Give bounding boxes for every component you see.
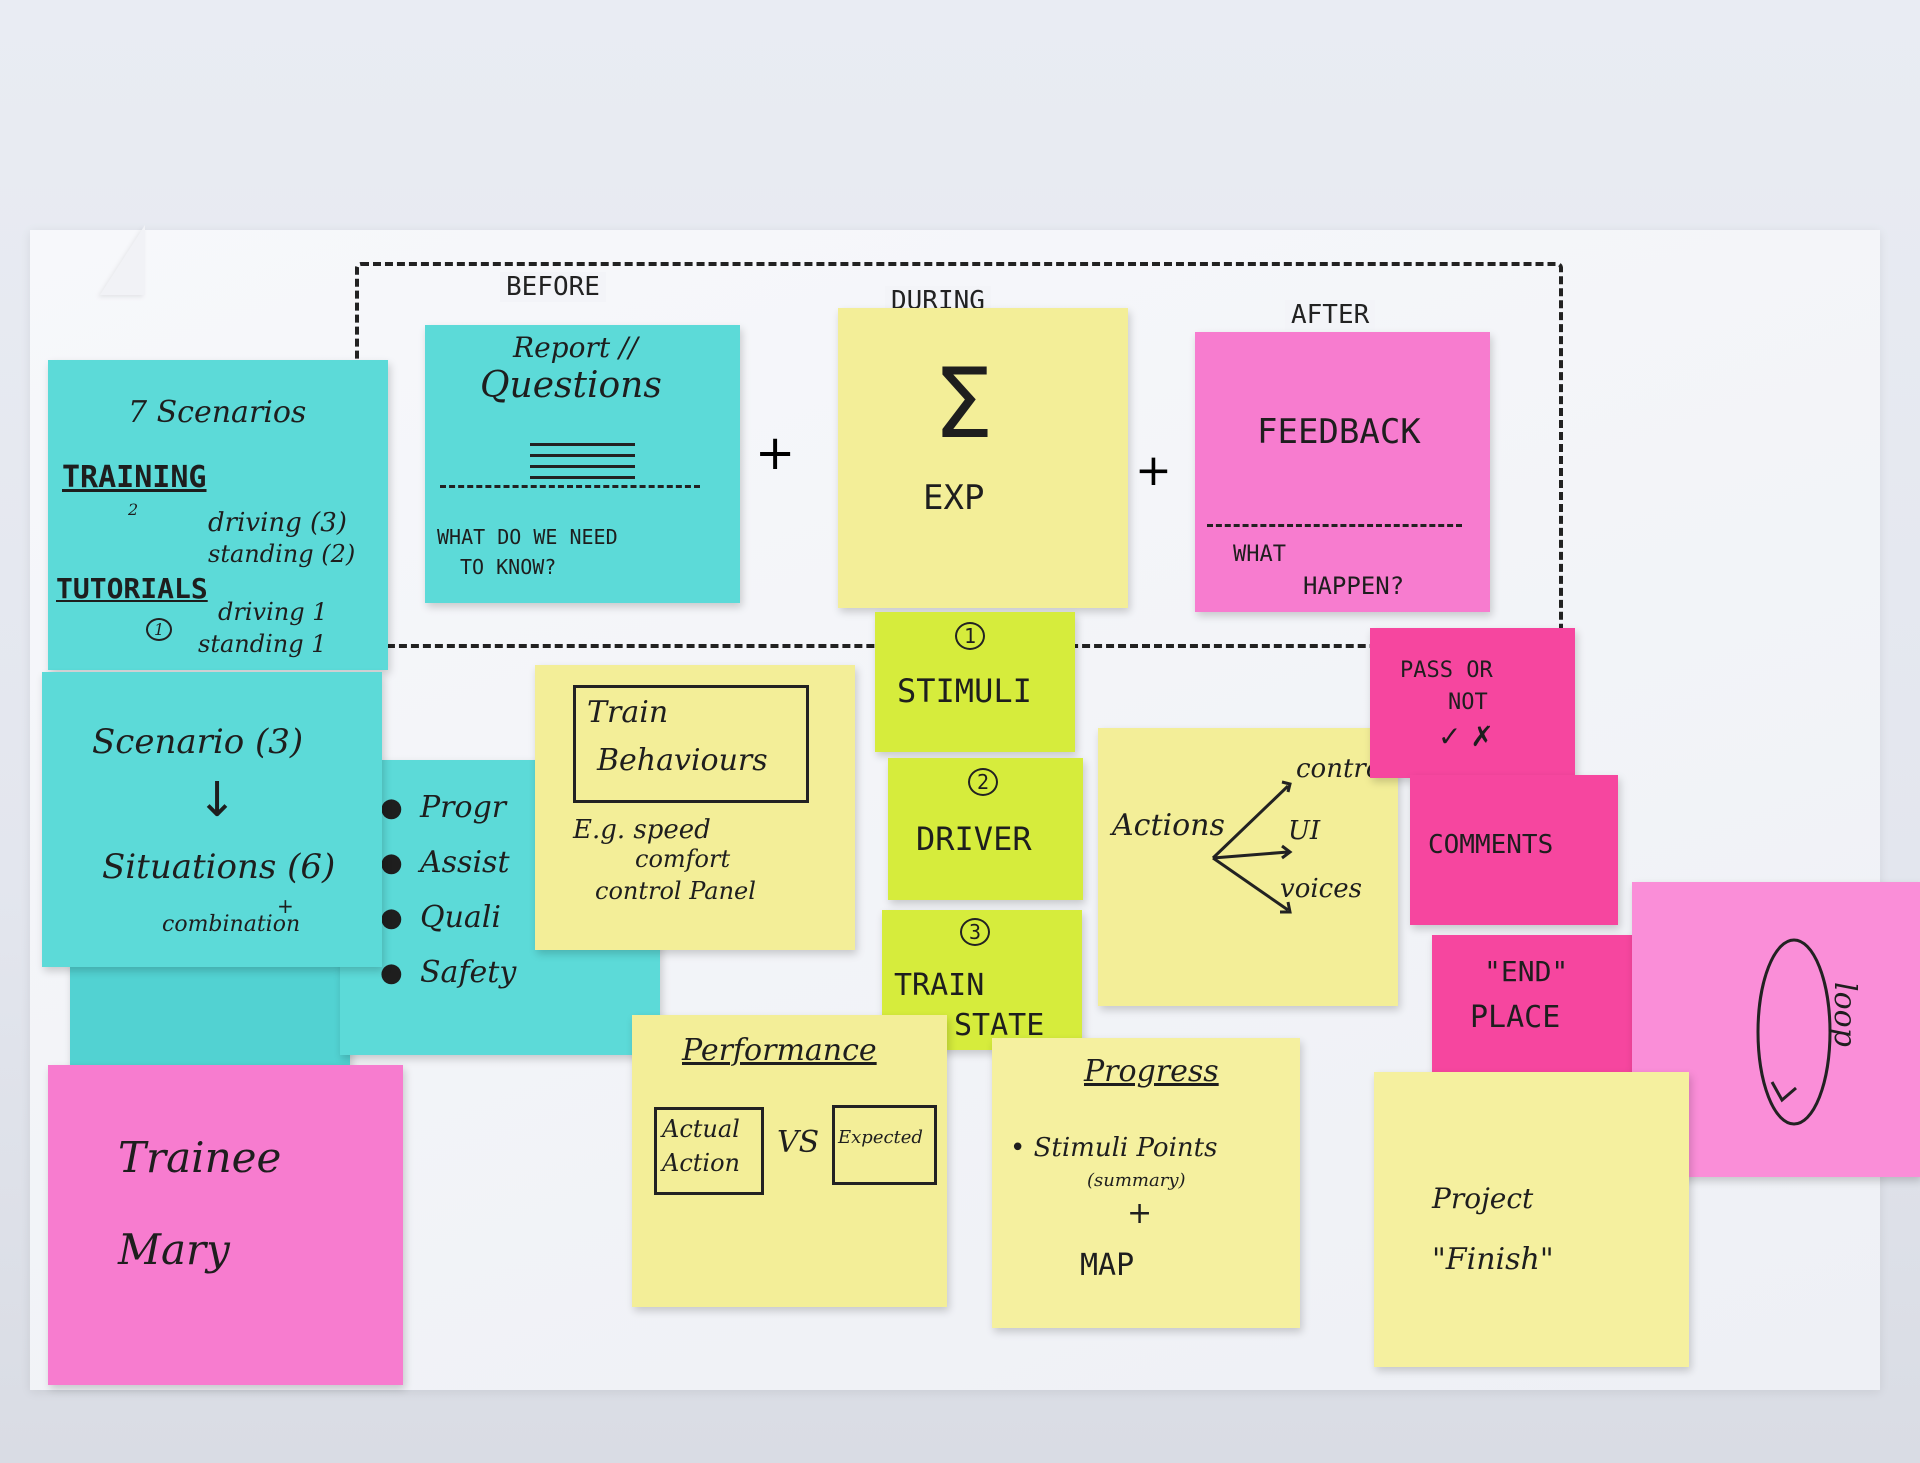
stimuli-label: STIMULI (897, 672, 1032, 710)
combination-label: combination (162, 912, 301, 937)
text-lines-icon (530, 435, 635, 487)
check-cross-icon: ✓ ✗ (1438, 720, 1494, 753)
feedback-question-line2: HAPPEN? (1303, 572, 1405, 600)
action-target: UI (1288, 816, 1321, 846)
paper-curl (100, 225, 145, 295)
place-label: PLACE (1470, 1000, 1561, 1035)
report-title: Report // (513, 331, 638, 364)
note-stimuli[interactable]: 1 STIMULI (875, 612, 1075, 752)
progress-title: Progress (1084, 1054, 1219, 1089)
train-behaviours-title: Behaviours (597, 743, 768, 778)
step-number: 1 (955, 622, 986, 650)
bullet-icon: ● (380, 848, 403, 878)
questions-title: Questions (480, 365, 662, 406)
step-number: 3 (960, 918, 991, 946)
phase-after-label: AFTER (1285, 300, 1376, 330)
situations-count: Situations (6) (102, 847, 336, 887)
note-train-behaviours[interactable]: Train Behaviours E.g. speed comfort cont… (535, 665, 855, 950)
phase-before-label: BEFORE (500, 272, 606, 302)
list-item: Progr (420, 790, 507, 825)
bullet-icon: ● (380, 958, 403, 988)
training-heading: TRAINING (62, 460, 207, 495)
tutorials-heading: TUTORIALS (56, 572, 208, 605)
feedback-question-line1: WHAT (1233, 542, 1286, 567)
note-trainee[interactable]: Trainee Mary (48, 1065, 403, 1385)
scenarios-title: 7 Scenarios (128, 395, 307, 430)
note-report-questions[interactable]: Report // Questions WHAT DO WE NEED TO K… (425, 325, 740, 603)
tutorials-mark: 1 (146, 618, 173, 641)
training-driving: driving (3) (208, 508, 347, 538)
note-end-place[interactable]: "END" PLACE (1432, 935, 1632, 1075)
pass-or-label: PASS OR (1400, 658, 1493, 683)
training-mark: 2 (128, 500, 139, 519)
expected-frame (832, 1105, 937, 1185)
train-behaviours-title: Train (587, 695, 669, 730)
note-project-finish[interactable]: Project "Finish" (1374, 1072, 1689, 1367)
vs-label: VS (777, 1125, 820, 1160)
trainee-label: Trainee (118, 1133, 282, 1182)
list-item: Quali (420, 900, 501, 935)
finish-label: "Finish" (1432, 1242, 1554, 1277)
title-frame (573, 685, 809, 803)
comments-label: COMMENTS (1428, 830, 1554, 860)
train-state-label: STATE (954, 1008, 1045, 1043)
note-comments[interactable]: COMMENTS (1410, 775, 1618, 925)
step-number: 2 (968, 768, 999, 796)
note-performance[interactable]: Performance Actual Action VS Expected (632, 1015, 947, 1307)
scenario-count: Scenario (3) (92, 722, 304, 762)
branch-arrows-icon (1211, 780, 1293, 914)
loop-label: loop (1827, 982, 1862, 1047)
not-label: NOT (1448, 690, 1488, 715)
report-question-line1: WHAT DO WE NEED (437, 525, 618, 549)
divider (1207, 524, 1462, 530)
list-item: Safety (420, 955, 517, 990)
plus-sign: + (277, 894, 294, 918)
list-item: Assist (420, 845, 510, 880)
project-label: Project (1432, 1182, 1534, 1215)
driver-label: DRIVER (916, 820, 1032, 858)
plus-sign: + (1127, 1196, 1153, 1231)
end-label: "END" (1484, 955, 1569, 988)
note-scenario-flow[interactable]: Scenario (3) ↓ Situations (6) + combinat… (42, 672, 382, 967)
actual-action-frame (654, 1107, 764, 1195)
note-actions[interactable]: Actions control UI voices (1098, 728, 1398, 1006)
note-progress[interactable]: Progress • Stimuli Points (summary) + MA… (992, 1038, 1300, 1328)
example-line: comfort (635, 845, 731, 873)
map-label: MAP (1080, 1248, 1135, 1283)
report-question-line2: TO KNOW? (460, 555, 557, 579)
loop-icon (1756, 938, 1832, 1126)
note-scenarios[interactable]: 7 Scenarios TRAINING 2 driving (3) stand… (48, 360, 388, 670)
example-line: E.g. speed (573, 815, 711, 845)
expected-label: Expected (838, 1127, 923, 1148)
sigma-icon: Σ (933, 348, 994, 460)
feedback-title: FEEDBACK (1257, 412, 1421, 452)
note-pass-or-not[interactable]: PASS OR NOT ✓ ✗ (1370, 628, 1575, 778)
actual-label: Actual (662, 1115, 740, 1143)
bullet-icon: ● (380, 903, 403, 933)
note-exp[interactable]: Σ EXP (838, 308, 1128, 608)
progress-line: • Stimuli Points (1010, 1133, 1218, 1163)
note-feedback[interactable]: FEEDBACK WHAT HAPPEN? (1195, 332, 1490, 612)
action-label: Action (662, 1149, 740, 1177)
divider (440, 485, 700, 491)
tutorials-standing: standing 1 (198, 630, 327, 658)
train-state-label: TRAIN (894, 968, 985, 1003)
example-line: control Panel (595, 877, 756, 905)
action-target: voices (1280, 874, 1362, 904)
trainee-name: Mary (118, 1225, 230, 1274)
plus-sign: + (1135, 445, 1172, 496)
bullet-icon: ● (380, 793, 403, 823)
note-driver[interactable]: 2 DRIVER (888, 758, 1083, 900)
tutorials-driving: driving 1 (218, 598, 328, 626)
exp-label: EXP (923, 478, 985, 518)
performance-title: Performance (682, 1033, 877, 1068)
plus-sign: + (755, 425, 796, 481)
actions-label: Actions (1112, 808, 1225, 843)
arrow-down-icon: ↓ (197, 772, 238, 828)
training-standing: standing (2) (208, 540, 356, 568)
progress-line: (summary) (1087, 1170, 1186, 1191)
